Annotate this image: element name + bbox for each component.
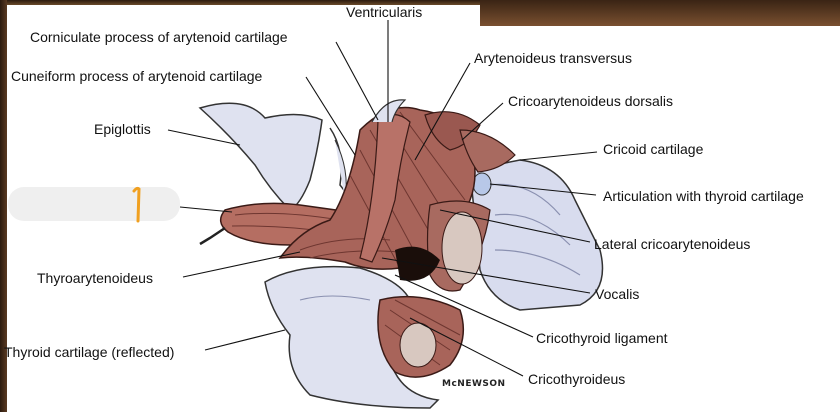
label-cricoid-cartilage: Cricoid cartilage [603,141,704,157]
label-epiglottis: Epiglottis [94,121,151,137]
label-corniculate: Corniculate process of arytenoid cartila… [30,29,288,45]
label-lateral-cricoarytenoideus: Lateral cricoarytenoideus [594,236,751,252]
cricothyroideus-muscle-shape [377,295,465,378]
label-ventricularis: Ventricularis [346,4,423,20]
label-thyroid-cartilage: Thyroid cartilage (reflected) [4,344,175,360]
label-thyroarytenoideus: Thyroarytenoideus [37,270,153,286]
label-vocalis: Vocalis [595,286,640,302]
redacted-label-box [8,187,180,221]
cricoid-cartilage-shape [469,159,604,311]
illustrator-signature: McNEWSON [442,379,506,389]
frame-top-edge [0,0,840,5]
epiglottis-shape [198,102,356,211]
leader-lines [167,20,598,377]
label-arytenoideus-transversus: Arytenoideus transversus [474,50,632,66]
arytenoid-muscle-mass [278,99,516,292]
label-cricoarytenoideus-dorsalis: Cricoarytenoideus dorsalis [508,93,673,109]
frame-top-right-edge [480,0,840,26]
label-cuneiform: Cuneiform process of arytenoid cartilage [11,68,263,84]
pen-mark-annotation [132,186,141,223]
label-cricothyroid-ligament: Cricothyroid ligament [536,330,668,346]
label-articulation: Articulation with thyroid cartilage [603,188,804,204]
label-cricothyroideus: Cricothyroideus [528,371,626,387]
frame-left-edge [0,0,7,412]
